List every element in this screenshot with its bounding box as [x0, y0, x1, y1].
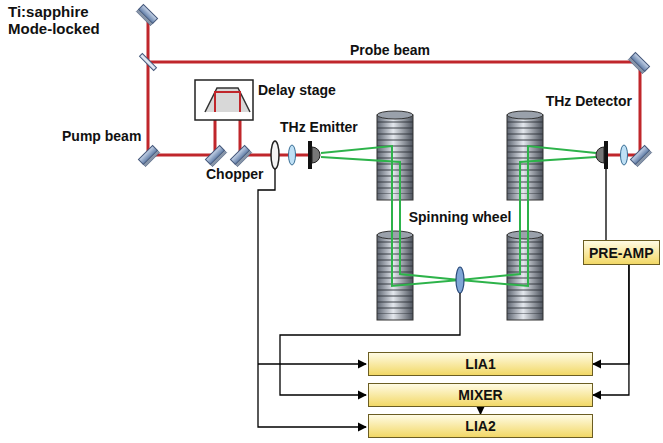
lock-in-amplifier: LIA1 [368, 352, 593, 376]
part-label: Chopper [206, 166, 264, 182]
mirror [230, 145, 251, 166]
mirror [205, 145, 226, 166]
part-label: THz Emitter [280, 119, 358, 135]
signal-connector [480, 407, 481, 414]
delay-stage [195, 80, 253, 120]
lock-in-amplifier: LIA2 [368, 414, 593, 438]
silicon-lens [596, 147, 604, 163]
probe-beam-path [148, 14, 640, 155]
beam-label: Probe beam [350, 42, 430, 58]
box-label: PRE-AMP [589, 245, 654, 261]
laser-beam [148, 14, 640, 155]
spinning-wheel [456, 267, 464, 293]
thz-detector [604, 141, 608, 169]
laser-label: Ti:sapphire Mode-locked [8, 3, 113, 38]
chopper-symbol [271, 141, 279, 169]
lens [621, 145, 628, 165]
mirror [628, 52, 649, 73]
signal-wire [258, 169, 606, 427]
lens [289, 145, 296, 165]
part-label: Delay stage [258, 82, 336, 98]
signal-connector [593, 265, 629, 395]
preamp-box: PRE-AMP [583, 240, 660, 265]
box-label: MIXER [458, 387, 502, 403]
signal-connector [593, 265, 629, 364]
beam-splitter [140, 54, 157, 71]
thz-emitter [308, 141, 312, 169]
part-label: Spinning wheel [409, 209, 512, 225]
parabolic-mirror [507, 111, 543, 200]
box-label: LIA2 [465, 418, 495, 434]
mirror [136, 4, 157, 25]
retroreflector [205, 88, 250, 112]
thz-beam [321, 146, 596, 286]
box-label: LIA1 [465, 356, 495, 372]
laser-beam [215, 92, 240, 112]
mirror [138, 145, 159, 166]
mirror [630, 145, 651, 166]
part-label: THz Detector [546, 93, 632, 109]
beam-label: Pump beam [62, 128, 141, 144]
parabolic-mirror [377, 111, 413, 200]
silicon-lens [312, 147, 320, 163]
mixer-box: MIXER [368, 383, 593, 407]
